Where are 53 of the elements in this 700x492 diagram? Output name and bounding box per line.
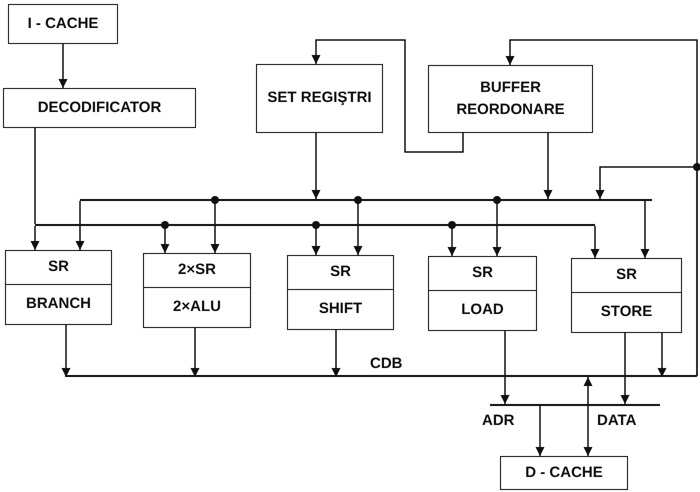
unit-box: [256, 64, 383, 133]
bus-line: [490, 404, 660, 406]
arrow: [658, 333, 666, 377]
bus-line: [65, 375, 697, 377]
arrow: [76, 201, 84, 250]
arrow: [190, 328, 200, 377]
arrow: [492, 201, 502, 256]
arrow: [354, 201, 362, 255]
station-label: SR: [47, 257, 70, 278]
station-label: SR: [471, 263, 494, 284]
arrow: [584, 377, 592, 456]
reservation-station-box: [143, 253, 251, 328]
bus-line: [80, 199, 652, 201]
unit-label: SET REGIŞTRI: [266, 88, 373, 108]
arrow: [544, 133, 552, 199]
arrow: [332, 330, 340, 377]
arrow: [596, 166, 698, 376]
reservation-station-box: [5, 250, 112, 325]
bus-line: [35, 224, 595, 226]
reservation-station-box: [428, 256, 537, 331]
arrow: [448, 226, 456, 256]
arrow: [536, 406, 544, 456]
arrow: [312, 133, 320, 199]
station-label: SR: [329, 262, 352, 282]
unit-label: LOAD: [429, 290, 536, 330]
unit-label: STORE: [572, 292, 681, 332]
unit-label: BUFFER REORDONARE: [455, 78, 566, 120]
arrow: [500, 331, 510, 404]
bus-label: CDB: [370, 355, 402, 372]
arrow: [58, 44, 68, 88]
arrow: [620, 333, 630, 404]
unit-box: [3, 88, 196, 128]
unit-label: SHIFT: [288, 288, 393, 329]
arrow: [210, 201, 220, 253]
unit-box: [428, 65, 593, 133]
station-label: 2×SR: [177, 260, 217, 280]
unit-label: I - CACHE: [26, 14, 100, 34]
arrow: [62, 325, 70, 377]
arrow: [590, 226, 600, 258]
arrow: [160, 226, 170, 253]
unit-label: DECODIFICATOR: [36, 98, 162, 118]
arrow: [30, 226, 40, 250]
unit-label: BRANCH: [6, 284, 111, 324]
unit-box: [500, 456, 628, 490]
station-label: SR: [615, 265, 638, 286]
reservation-station-box: [287, 255, 394, 330]
unit-box: [8, 4, 118, 44]
unit-label: 2×ALU: [144, 286, 250, 327]
arrow: [312, 226, 320, 255]
reservation-station-box: [571, 258, 682, 333]
arrow: [312, 39, 464, 153]
unit-label: D - CACHE: [524, 462, 604, 483]
arrow: [640, 201, 650, 258]
